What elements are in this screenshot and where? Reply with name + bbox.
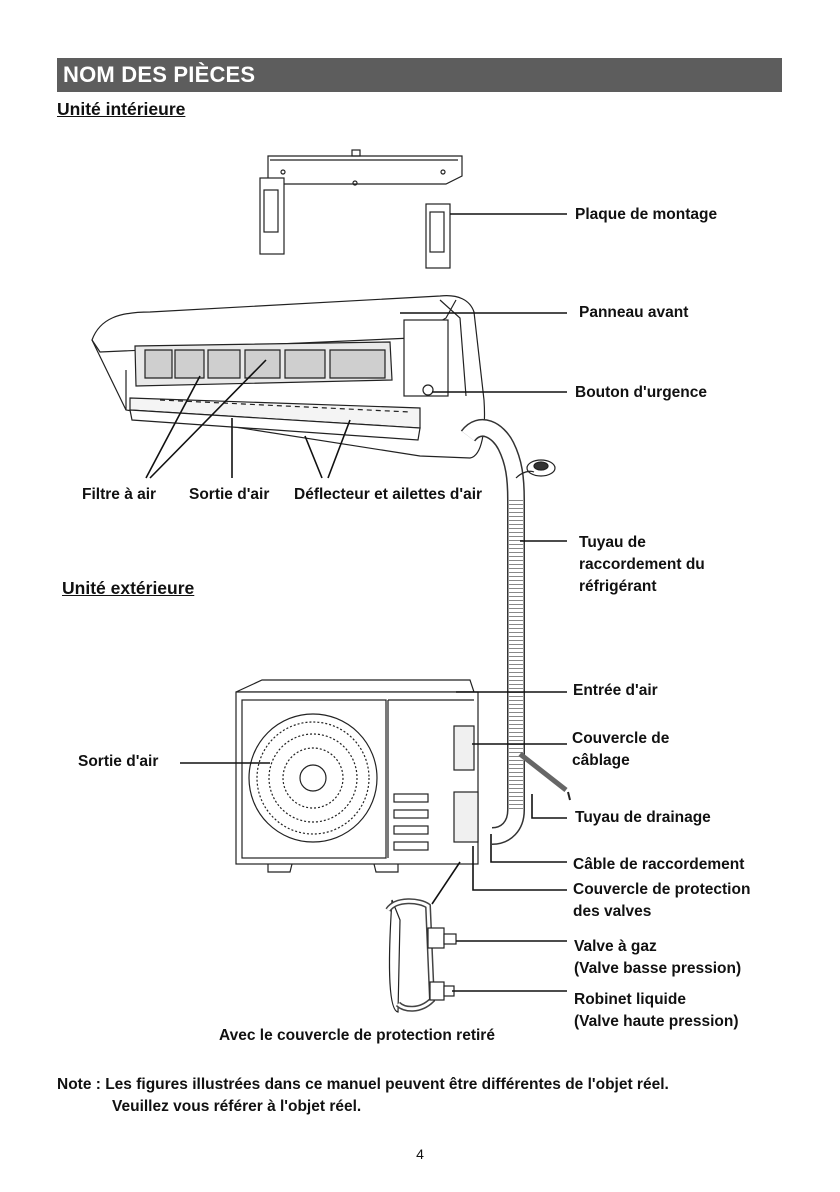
outdoor-unit-drawing — [235, 679, 479, 873]
drain-hose-drawing — [518, 752, 568, 792]
label-refrigerant-pipe: Tuyau de raccordement du réfrigérant — [579, 532, 705, 598]
refrigerant-pipe-drawing — [460, 418, 556, 845]
label-refrigerant-pipe-line3: réfrigérant — [579, 578, 657, 595]
valve-caption: Avec le couvercle de protection retiré — [219, 1027, 495, 1044]
note-block: Note : Les figures illustrées dans ce ma… — [57, 1074, 669, 1118]
label-air-filter: Filtre à air — [82, 486, 157, 503]
label-wiring-cover-line1: Couvercle de — [572, 730, 670, 747]
label-emergency-button: Bouton d'urgence — [575, 384, 707, 401]
label-drain-hose: Tuyau de drainage — [575, 809, 711, 826]
label-valve-cover-line2: des valves — [573, 903, 652, 920]
section-banner: NOM DES PIÈCES — [57, 58, 782, 92]
label-valve-cover-line1: Couvercle de protection — [573, 881, 751, 898]
label-refrigerant-pipe-line1: Tuyau de — [579, 534, 646, 551]
label-liquid-valve-line1: Robinet liquide — [574, 991, 686, 1008]
label-liquid-valve: Robinet liquide (Valve haute pression) — [574, 989, 739, 1033]
label-wiring-cover-line2: câblage — [572, 752, 630, 769]
label-air-outlet-indoor: Sortie d'air — [189, 486, 270, 503]
indoor-unit-drawing — [91, 295, 486, 459]
label-liquid-valve-line2: (Valve haute pression) — [574, 1013, 739, 1030]
valve-detail-drawing — [385, 898, 457, 1013]
mounting-plate-drawing — [259, 149, 463, 269]
label-wiring-cover: Couvercle de câblage — [572, 728, 669, 772]
label-mounting-plate: Plaque de montage — [575, 206, 718, 223]
outdoor-unit-heading: Unité extérieure — [62, 578, 195, 598]
label-gas-valve: Valve à gaz (Valve basse pression) — [574, 936, 741, 980]
label-front-panel: Panneau avant — [579, 304, 689, 321]
label-deflector: Déflecteur et ailettes d'air — [294, 486, 483, 503]
indoor-unit-heading: Unité intérieure — [57, 99, 186, 119]
label-valve-cover: Couvercle de protection des valves — [573, 879, 750, 923]
label-air-inlet: Entrée d'air — [573, 682, 658, 699]
label-gas-valve-line2: (Valve basse pression) — [574, 960, 742, 977]
leader-lines — [145, 213, 567, 992]
label-connecting-cable: Câble de raccordement — [573, 856, 745, 873]
label-refrigerant-pipe-line2: raccordement du — [579, 556, 705, 573]
label-air-outlet-outdoor: Sortie d'air — [78, 753, 159, 770]
page-number: 4 — [416, 1146, 424, 1162]
note-line1: Note : Les figures illustrées dans ce ma… — [57, 1076, 669, 1093]
note-line2: Veuillez vous référer à l'objet réel. — [112, 1098, 362, 1115]
page-title: NOM DES PIÈCES — [63, 62, 256, 87]
label-gas-valve-line1: Valve à gaz — [574, 938, 657, 955]
